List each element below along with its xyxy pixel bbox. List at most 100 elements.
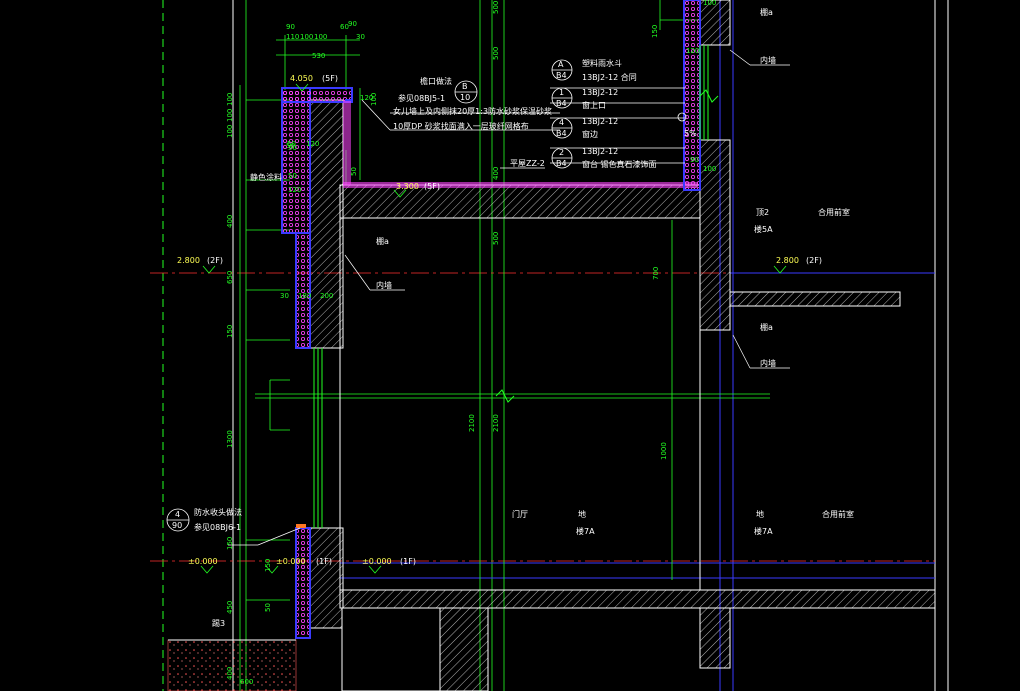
left-dim-10: 150 [264, 559, 272, 572]
parapet-dim-8: 120 [360, 94, 373, 102]
left-dim-3: 50 [288, 144, 297, 152]
legend-5-text: 窗边 [582, 129, 598, 139]
insulation [281, 0, 701, 639]
top-dim-110: 110 [286, 33, 299, 41]
parapet-ref: 参见08BJ5-1 [398, 93, 445, 103]
left-dim-12: 400 [226, 667, 234, 680]
legend-0-bottom: B4 [556, 71, 567, 80]
legend-1-text: 13BJ2-12 合同 [582, 72, 637, 82]
elevation-marks [200, 83, 787, 574]
waterproof-bubble-bottom: 90 [172, 521, 182, 530]
window-frames [296, 45, 709, 590]
parapet-note-2: 10厚DP 砂浆找面满入一层玻纤网格布 [393, 121, 529, 131]
waterproof-ref: 参见08BJ6-1 [194, 522, 241, 532]
top-dim-90: 90 [286, 23, 295, 31]
elev-ground-2-note: (1F) [316, 557, 332, 566]
left-dim-4: 50 [288, 172, 297, 180]
mid-dim-3: 500 [492, 232, 500, 245]
parapet-bubble-top: B [462, 82, 468, 91]
elev-ground-3-note: (1F) [400, 557, 416, 566]
elev-2f-right-note: (2F) [806, 256, 822, 265]
elev-ground-3: ±0.000 [362, 557, 392, 566]
waterproof-title: 防水收头做法 [194, 507, 242, 517]
annotation-texts: 90 110 100 100 60 30 530 4.050 (5F) 3.30… [172, 0, 854, 628]
legend-2-bottom: B4 [556, 99, 567, 108]
room-2-name: 合用前室 [822, 509, 854, 519]
room-2-code: 楼7A [754, 526, 773, 536]
frame-lines [150, 0, 949, 691]
dim-120-top: 120 [686, 47, 699, 55]
elev-parapet: 4.050 [290, 74, 313, 83]
room-0-code: 楼7A [576, 526, 595, 536]
elev-2f-right: 2.800 [776, 256, 799, 265]
inner-wall-label-2: 内墙 [760, 358, 776, 368]
elev-parapet-note: (5F) [322, 74, 338, 83]
left-dim-9: 150 [226, 537, 234, 550]
mid-dim-texts: 500 500 400 500 2100 2100 1000 150 [468, 1, 668, 460]
left-dim-11: 450 [226, 601, 234, 614]
left-dim-13: 600 [240, 678, 253, 686]
slope-pct: 5% [684, 129, 697, 138]
elev-2f-left-note: (2F) [207, 256, 223, 265]
legend-3-text: 窗上口 [582, 100, 606, 110]
slope-note: 平屋ZZ-2 [510, 159, 545, 168]
dim-50-left: 50 [286, 142, 295, 150]
left-dim-6: 650 [226, 271, 234, 284]
room-1-code: 楼5A [754, 224, 773, 234]
parapet-note-1: 女儿墙上及内侧抹20厚1:3防水砂浆保温砂浆 [393, 106, 552, 116]
ceiling-label-1: 棚a [376, 236, 389, 246]
left-dim-2: 100 [226, 125, 234, 138]
legend-4-bottom: B4 [556, 129, 567, 138]
parapet-dim-5: 180 [298, 292, 311, 300]
top-dim-60: 60 [340, 23, 349, 31]
top-dim-100b: 100 [314, 33, 327, 41]
left-dim-1: 100 [226, 109, 234, 122]
dimension-lines [239, 0, 700, 691]
break-symbol [495, 89, 719, 403]
left-dim-texts: 100 100 100 50 50 400 650 150 1300 150 1… [226, 93, 297, 686]
legend-4-text: 13BJ2-12 [582, 117, 618, 126]
top-dim-100a: 100 [300, 33, 313, 41]
parapet-dim-3: 120 [288, 186, 301, 194]
legend-7-text: 窗台 锡色真石漆饰面 [582, 159, 657, 169]
ground-soil [167, 639, 297, 691]
mid-dim-4: 2100 [468, 414, 476, 432]
walls [309, 0, 936, 691]
left-dim-7: 150 [226, 325, 234, 338]
room-0-name: 门厅 [512, 509, 528, 519]
top-dim-530: 530 [312, 52, 325, 60]
room-2-floor: 地 [756, 509, 764, 519]
legend-2-text: 13BJ2-12 [582, 88, 618, 97]
callout-bubbles [166, 59, 687, 532]
waterproof-bubble-top: 4 [175, 510, 180, 519]
parapet-title: 檐口做法 [420, 76, 452, 86]
inner-wall-label-1: 内墙 [376, 280, 392, 290]
left-dim-8: 1300 [226, 430, 234, 448]
legend-0-text: 塑料雨水斗 [582, 58, 622, 68]
dim-100-right: 100 [703, 165, 716, 173]
parapet-dim-9: 100 [370, 93, 378, 106]
left-dim-0: 100 [226, 93, 234, 106]
parapet-dim-7: 50 [350, 167, 358, 176]
mid-dim-0: 500 [492, 1, 500, 14]
parapet-dim-10: 90 [348, 20, 357, 28]
parapet-bubble-bottom: 10 [460, 93, 470, 102]
left-dim-5: 400 [226, 215, 234, 228]
legend-6-text: 13BJ2-12 [582, 147, 618, 156]
parapet-dim-6: 200 [320, 292, 333, 300]
legend-4-top: 4 [559, 118, 564, 127]
elev-ground-2: ±0.000 [276, 557, 306, 566]
elev-roof-note: (5F) [424, 182, 440, 191]
legend-6-top: 2 [559, 148, 564, 157]
mid-dim-2: 400 [492, 167, 500, 180]
legend-0-top: A [558, 60, 564, 69]
legend-6-bottom: B4 [556, 159, 567, 168]
room-0-floor: 地 [578, 509, 586, 519]
leader-lines [228, 49, 790, 546]
paint-label: 静色涂料 [250, 172, 282, 182]
left-dim-14: 50 [264, 603, 272, 612]
foot-label: 踢3 [212, 619, 225, 628]
parapet-dim-1: 120 [306, 140, 319, 148]
dim-100-top: 100 [703, 0, 716, 7]
ceiling-label-3: 棚a [760, 7, 773, 17]
